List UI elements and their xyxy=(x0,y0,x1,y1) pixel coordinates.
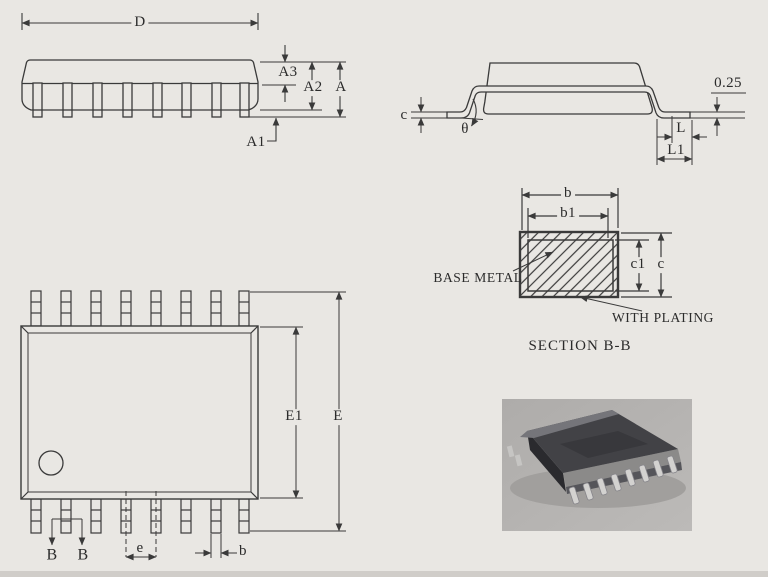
dim-label-b-pitch: b xyxy=(239,543,247,560)
dim-label-A1: A1 xyxy=(246,134,266,151)
lead-profile-drawing xyxy=(411,62,746,165)
dim-label-A3: A3 xyxy=(278,64,298,81)
dim-label-E1: E1 xyxy=(282,408,306,425)
top-view-drawing xyxy=(20,290,346,561)
dim-label-c-lead: c xyxy=(400,107,408,124)
label-section-B-left: B xyxy=(46,546,58,564)
dim-label-c-section: c xyxy=(654,256,668,273)
section-bb-drawing xyxy=(512,188,672,312)
side-view-drawing xyxy=(21,13,346,142)
dim-label-E: E xyxy=(330,408,346,425)
label-section-bb-title: SECTION B-B xyxy=(528,338,632,355)
dim-label-D: D xyxy=(131,14,149,31)
dim-label-A2: A2 xyxy=(300,79,326,96)
package-photo xyxy=(502,399,692,531)
dim-label-A: A xyxy=(332,79,350,96)
dim-label-L: L xyxy=(676,120,686,137)
label-section-B-right: B xyxy=(77,546,89,564)
dim-label-c1: c1 xyxy=(627,256,649,273)
dim-label-0-25: 0.25 xyxy=(714,75,742,92)
dim-label-theta: θ xyxy=(461,121,469,138)
label-with-plating: WITH PLATING xyxy=(611,309,715,325)
dim-label-L1: L1 xyxy=(667,142,685,159)
label-base-metal: BASE METAL xyxy=(433,269,523,285)
dim-label-b-section: b xyxy=(561,185,575,202)
scan-edge-band xyxy=(0,571,768,577)
dim-label-e: e xyxy=(136,540,144,557)
dim-label-b1: b1 xyxy=(557,205,579,222)
